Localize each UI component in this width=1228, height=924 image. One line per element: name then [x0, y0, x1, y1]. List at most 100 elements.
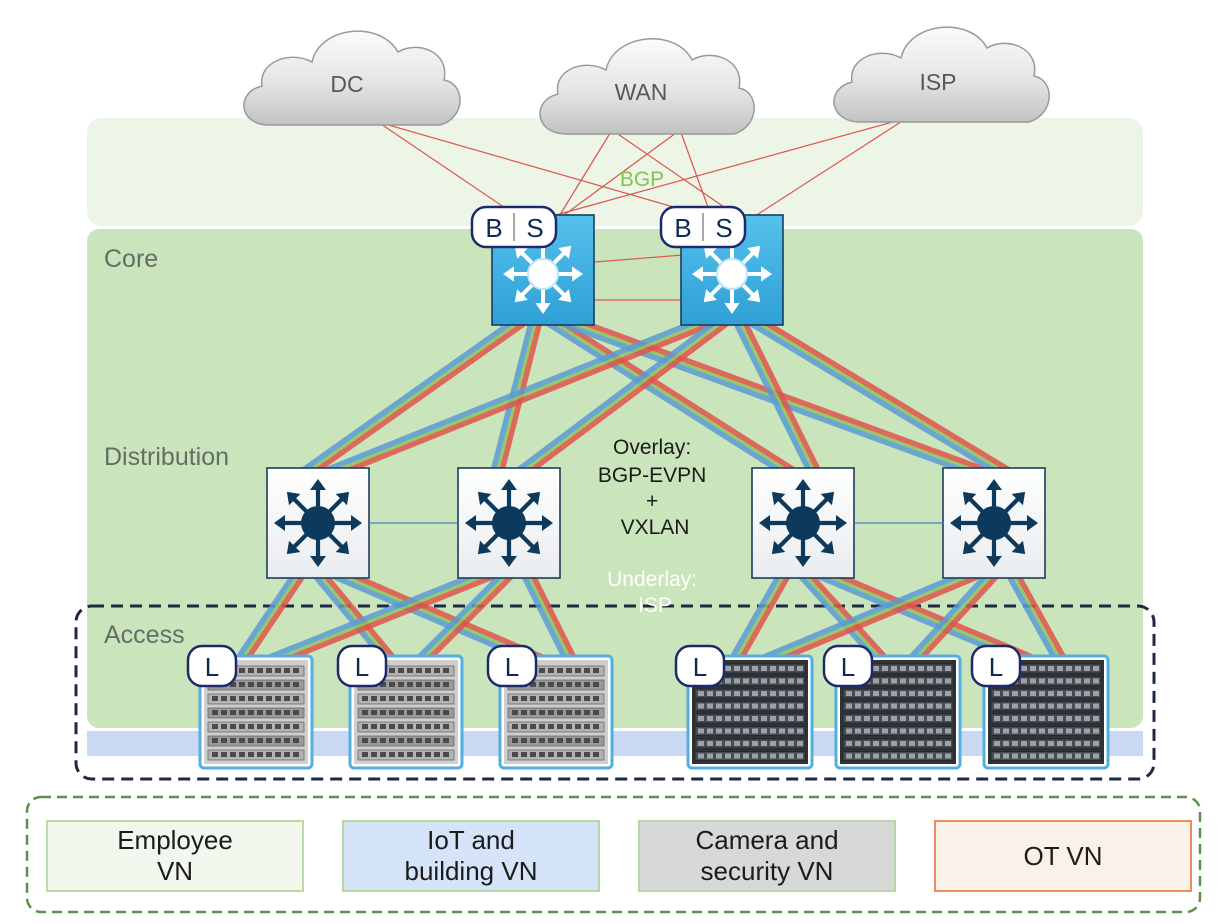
fabric-link — [300, 313, 523, 473]
fabric-link — [748, 320, 1007, 480]
fabric-link — [913, 573, 1000, 667]
vn-boundary — [25, 795, 1202, 914]
vn-iot-building-label: IoT and building VN — [404, 825, 538, 886]
fabric-link — [415, 567, 509, 661]
layer3-switch-icon — [692, 234, 772, 314]
access-chassis-switch[interactable]: L — [486, 644, 614, 770]
fabric-link — [732, 319, 814, 478]
fabric-link — [751, 318, 1008, 475]
fabric-link — [544, 320, 792, 480]
fabric-link — [1012, 568, 1068, 662]
leaf-letter: L — [693, 652, 707, 682]
fabric-link — [760, 566, 978, 660]
fabric-link — [266, 566, 493, 660]
access-layer-label: Access — [104, 621, 185, 649]
fabric-link — [269, 571, 493, 663]
vn-ot: OT VN — [934, 820, 1192, 892]
layer3-switch-icon — [503, 234, 583, 314]
fabric-link — [419, 571, 511, 663]
badge-border-letter: B — [485, 213, 502, 243]
vn-iot-building: IoT and building VN — [342, 820, 600, 892]
fabric-link — [328, 318, 713, 475]
bgp-zone — [87, 118, 1143, 226]
leaf-badge: L — [336, 644, 388, 688]
fabric-link — [520, 572, 570, 666]
distribution-switch[interactable] — [751, 467, 855, 579]
access-stack-switch[interactable]: L — [970, 644, 1110, 770]
fabric-link — [801, 571, 885, 663]
distribution-switch[interactable] — [457, 467, 561, 579]
fabric-link — [525, 571, 573, 663]
fabric-link — [1005, 572, 1061, 666]
cloud-label-isp: ISP — [919, 69, 956, 95]
fabric-link — [733, 571, 787, 663]
fabric-link — [819, 566, 1036, 660]
cloud-isp: ISP — [833, 26, 1050, 123]
fabric-link — [911, 571, 996, 663]
leaf-letter: L — [841, 652, 855, 682]
fabric-links — [234, 313, 1068, 668]
fabric-link — [241, 572, 307, 667]
layer3-switch-icon — [759, 479, 847, 567]
fabric-link — [269, 574, 496, 668]
access-chassis-switch[interactable]: L — [336, 644, 464, 770]
access-stack-switch[interactable]: L — [674, 644, 814, 770]
badge-border-letter: B — [674, 213, 691, 243]
vn-ot-label: OT VN — [1023, 840, 1103, 871]
fabric-link — [740, 315, 822, 474]
access-stack-switch[interactable]: L — [822, 644, 962, 770]
leaf-badge: L — [186, 644, 238, 688]
fabric-link — [234, 567, 300, 662]
vn-camera-security: Camera and security VN — [638, 820, 896, 892]
fabric-link — [803, 567, 889, 661]
bgp-label: BGP — [620, 168, 664, 191]
leaf-letter: L — [205, 652, 219, 682]
badge-seed-letter: S — [715, 213, 732, 243]
fabric-link — [520, 320, 731, 480]
core-layer-label: Core — [104, 245, 158, 273]
overlay-label: Overlay: BGP-EVPN + VXLAN — [598, 436, 712, 539]
distribution-switch[interactable] — [942, 467, 1046, 579]
fabric-link — [519, 318, 727, 475]
fabric-link — [548, 318, 793, 475]
vn-employee-label: Employee VN — [117, 825, 233, 886]
distribution-switch[interactable] — [266, 467, 370, 579]
fabric-link — [737, 318, 817, 475]
fabric-link — [752, 313, 1011, 473]
fabric-link — [515, 313, 726, 473]
fabric-link — [334, 566, 546, 660]
leaf-letter: L — [355, 652, 369, 682]
fabric-link — [421, 573, 515, 667]
layer3-switch-icon — [274, 479, 362, 567]
badge-seed-letter: S — [526, 213, 543, 243]
cloud-wan: WAN — [539, 38, 755, 135]
leaf-badge: L — [970, 644, 1022, 688]
access-chassis-switch[interactable]: L — [186, 644, 314, 770]
leaf-badge: L — [674, 644, 726, 688]
cloud-dc: DC — [243, 30, 461, 126]
leaf-letter: L — [989, 652, 1003, 682]
layer3-switch-icon — [465, 479, 553, 567]
fabric-link — [728, 568, 785, 662]
leaf-badge: L — [822, 644, 874, 688]
fabric-link — [239, 571, 302, 663]
leaf-badge: L — [486, 644, 538, 688]
fabric-link — [528, 568, 578, 662]
fabric-link — [763, 574, 981, 668]
bgp-links — [377, 117, 908, 301]
cloud-label-wan: WAN — [615, 79, 668, 105]
fabric-link — [907, 567, 994, 661]
fabric-link — [305, 320, 528, 480]
fabric-link — [325, 313, 713, 472]
vn-camera-security-label: Camera and security VN — [695, 825, 839, 886]
underlay-label: Underlay: ISP — [607, 568, 703, 617]
leaf-letter: L — [505, 652, 519, 682]
cloud-label-dc: DC — [330, 71, 363, 97]
vn-employee: Employee VN — [46, 820, 304, 892]
fabric-link — [763, 571, 978, 663]
fabric-link — [735, 572, 792, 666]
